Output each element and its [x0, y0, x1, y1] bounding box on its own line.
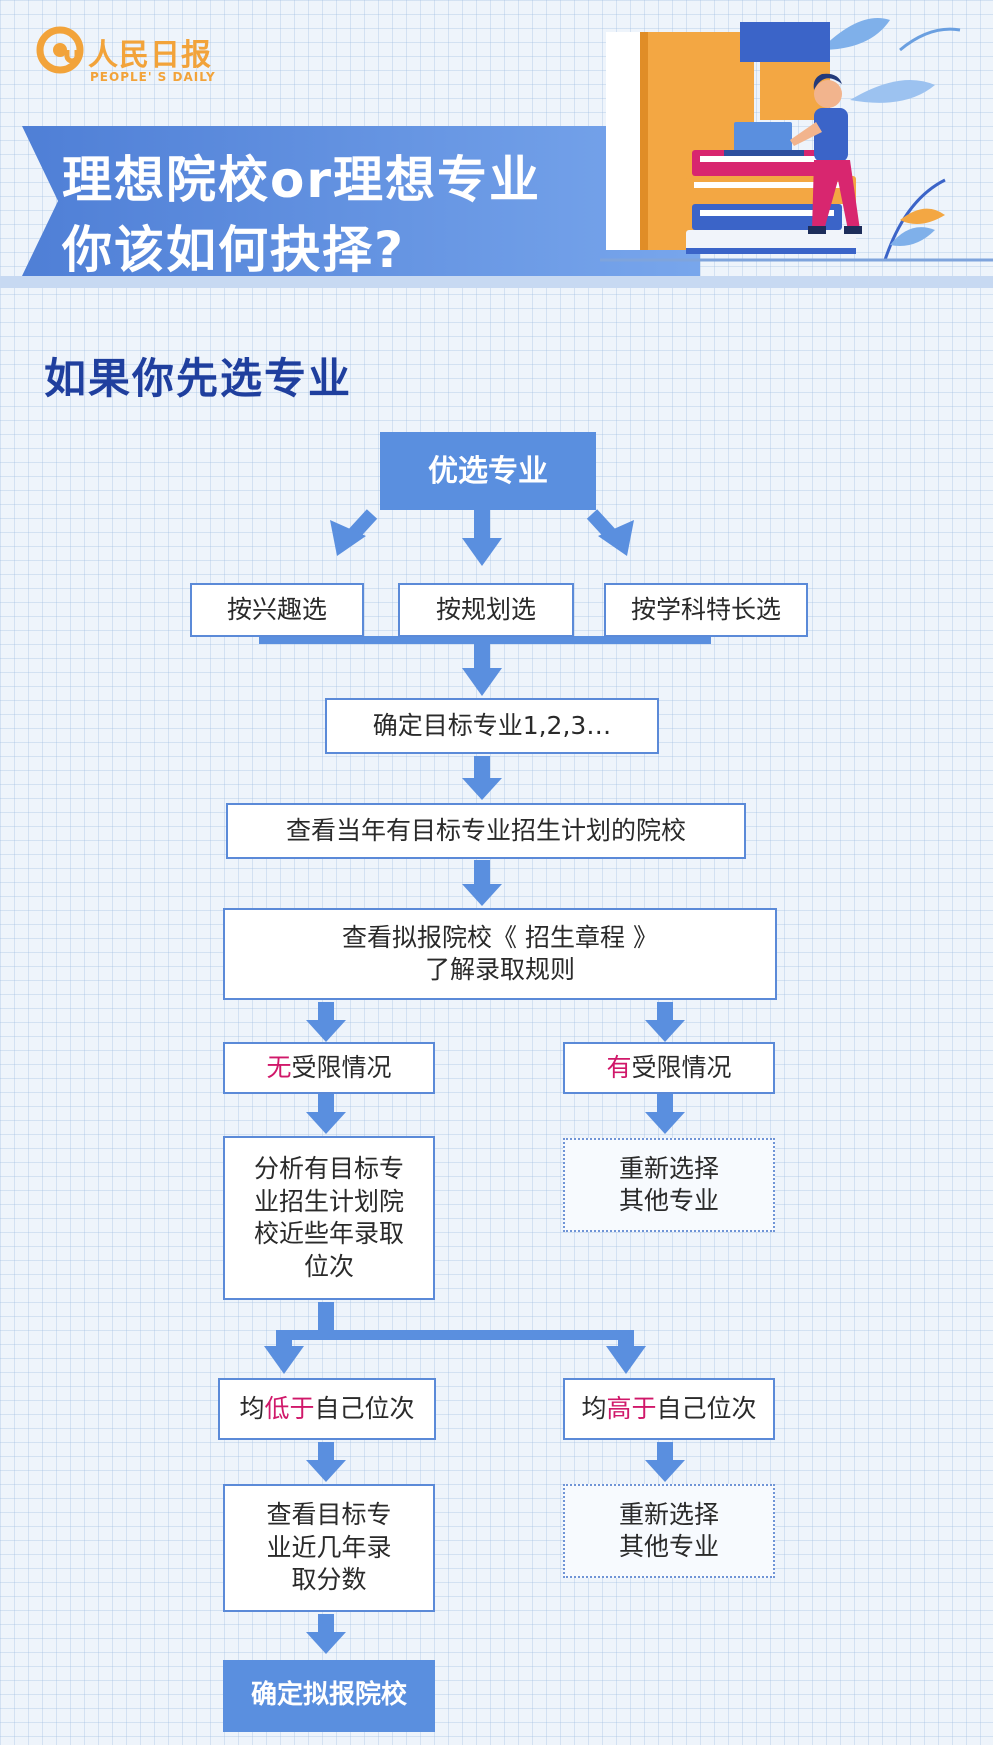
method-specialty-box: 按学科特长选 [604, 583, 808, 637]
higher-than-rank-box: 均高于自己位次 [563, 1378, 775, 1440]
analyze-line-2: 业招生计划院 [253, 1186, 404, 1216]
check-scores-line-3: 取分数 [291, 1565, 367, 1595]
higher-post: 自己位次 [656, 1393, 757, 1423]
reselect-major-box-1: 重新选择 其他专业 [563, 1138, 775, 1232]
section-title: 如果你先选专业 [44, 354, 353, 403]
flow-start-box: 优选专业 [380, 432, 596, 510]
arrow-to-specialty [586, 509, 634, 556]
higher-pre: 均 [581, 1393, 607, 1423]
check-scores-box: 查看目标专 业近几年录 取分数 [223, 1484, 435, 1612]
lower-post: 自己位次 [314, 1393, 415, 1423]
determine-major-box: 确定目标专业1,2,3… [325, 698, 659, 754]
arrow-to-interest [330, 509, 378, 556]
at-logo-icon [36, 26, 84, 74]
page-title-line-2: 你该如何抉择? [62, 221, 406, 279]
books-reader-illustration-icon [600, 18, 993, 262]
check-scores-line-1: 查看目标专 [266, 1500, 392, 1530]
check-scores-line-2: 业近几年录 [266, 1532, 392, 1562]
analyze-line-1: 分析有目标专 [253, 1154, 404, 1183]
reselect-2-line-1: 重新选择 [618, 1499, 719, 1529]
brand-name-cn: 人民日报 [88, 38, 212, 73]
check-plan-box: 查看当年有目标专业招生计划的院校 [226, 803, 746, 859]
reselect-1-line-2: 其他专业 [618, 1186, 719, 1215]
final-decision-box: 确定拟报院校 [223, 1660, 435, 1732]
no-restriction-highlight: 无 [266, 1052, 292, 1082]
arrow-to-plan [462, 510, 502, 566]
reselect-2-line-2: 其他专业 [618, 1532, 719, 1561]
higher-highlight: 高于 [606, 1393, 657, 1423]
no-restriction-text: 受限情况 [291, 1052, 392, 1082]
analyze-ranking-box: 分析有目标专 业招生计划院 校近些年录取 位次 [223, 1136, 435, 1300]
brand-name-en: PEOPLE' S DAILY [90, 70, 216, 84]
reselect-1-line-1: 重新选择 [618, 1153, 719, 1183]
lower-pre: 均 [239, 1393, 265, 1423]
reselect-major-box-2: 重新选择 其他专业 [563, 1484, 775, 1578]
page-title-line-1: 理想院校or理想专业 [62, 151, 542, 209]
analyze-line-3: 校近些年录取 [253, 1219, 404, 1248]
lower-highlight: 低于 [264, 1393, 315, 1423]
has-restriction-text: 受限情况 [631, 1052, 732, 1082]
no-restriction-box: 无受限情况 [223, 1042, 435, 1094]
analyze-line-4: 位次 [303, 1251, 354, 1281]
header-banner [0, 126, 993, 288]
method-interest-box: 按兴趣选 [190, 583, 364, 637]
check-rules-line-1: 查看拟报院校《 招生章程 》 [342, 922, 658, 952]
lower-than-rank-box: 均低于自己位次 [218, 1378, 436, 1440]
check-rules-line-2: 了解录取规则 [424, 955, 575, 984]
has-restriction-box: 有受限情况 [563, 1042, 775, 1094]
has-restriction-highlight: 有 [606, 1052, 632, 1082]
check-rules-box: 查看拟报院校《 招生章程 》 了解录取规则 [223, 908, 777, 1000]
method-plan-box: 按规划选 [398, 583, 574, 637]
